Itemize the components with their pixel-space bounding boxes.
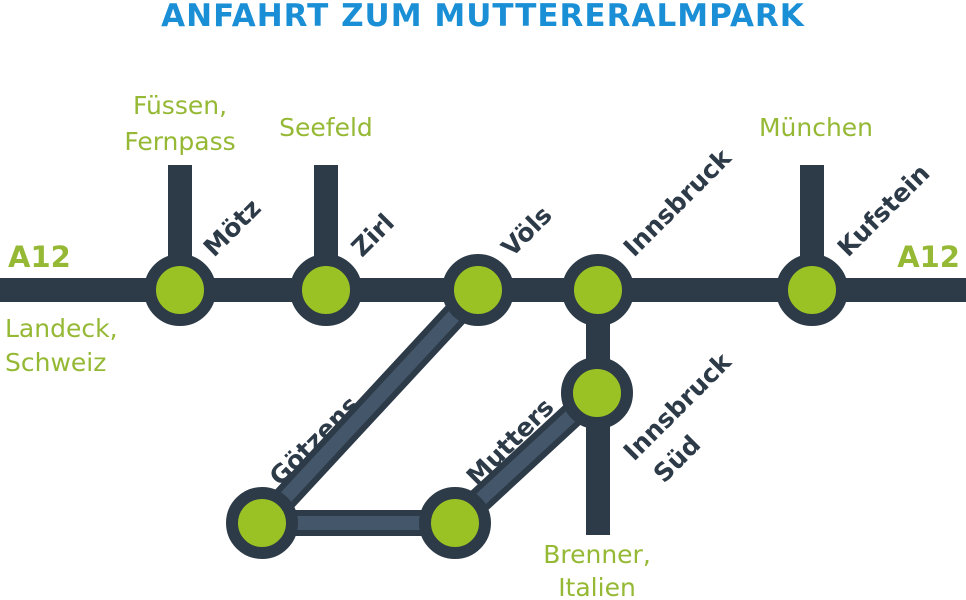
station-innsbruck xyxy=(562,254,634,326)
highway-label-left: A12 xyxy=(8,240,71,274)
stop-label-innsbruck: Innsbruck xyxy=(618,142,738,262)
station-zirl xyxy=(290,254,362,326)
stop-label-zirl: Zirl xyxy=(346,208,400,262)
destination-fuessen-line1: Füssen, xyxy=(133,91,227,120)
destination-landeck-line2: Schweiz xyxy=(5,348,106,377)
destination-muenchen: München xyxy=(759,113,873,142)
highway-label-right: A12 xyxy=(897,240,960,274)
stop-label-voels: Völs xyxy=(496,200,558,262)
secondary-road-inner xyxy=(255,283,604,530)
station-kufstein xyxy=(776,254,848,326)
destination-brenner-line1: Brenner, xyxy=(543,540,651,569)
map-title: ANFAHRT ZUM MUTTERERALMPARK xyxy=(161,0,805,34)
station-mutters xyxy=(419,487,491,559)
stop-label-moetz: Mötz xyxy=(198,193,267,262)
destination-fuessen-line2: Fernpass xyxy=(124,127,235,156)
station-goetzens xyxy=(226,487,298,559)
station-moetz xyxy=(144,254,216,326)
station-innsbruck-sued xyxy=(561,357,633,429)
destination-landeck-line1: Landeck, xyxy=(5,314,118,343)
destination-brenner-line2: Italien xyxy=(558,573,636,600)
destination-seefeld: Seefeld xyxy=(279,113,373,142)
station-voels xyxy=(442,254,514,326)
